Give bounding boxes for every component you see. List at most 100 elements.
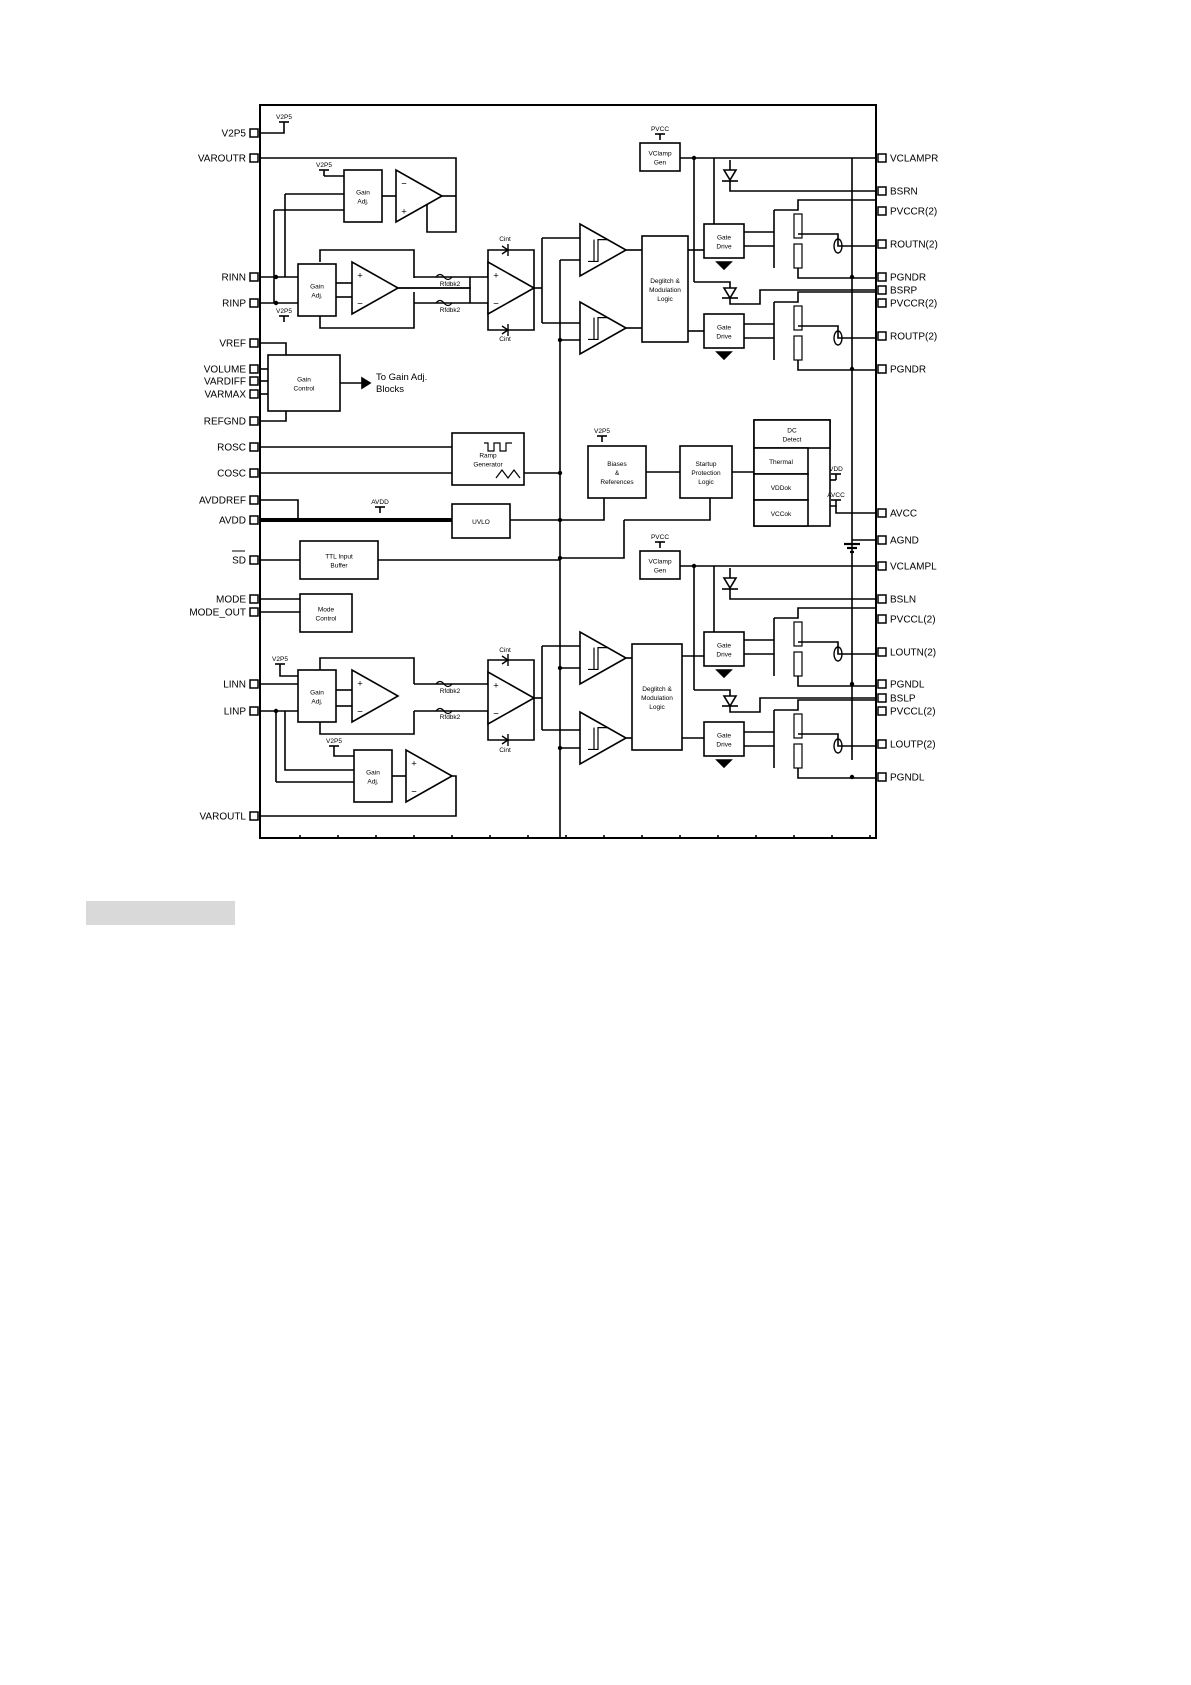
pin-left-4 (249, 338, 259, 348)
opamp-l-int (487, 670, 536, 726)
pin-label-right: BSLP (890, 694, 916, 705)
supply-label: PVCC (651, 534, 669, 541)
fet-loutp-fet-high (793, 713, 803, 739)
gain-adj-1-block-text: Adj. (357, 199, 368, 206)
pin-left-9 (249, 442, 259, 452)
wire (319, 292, 415, 329)
pin-label-right: BSRN (890, 187, 918, 198)
pin-left-18 (249, 811, 259, 821)
vclamp-gen-top-block-text: VClamp (648, 151, 672, 158)
wire (774, 199, 876, 211)
uvlo-block (451, 503, 511, 539)
wire (319, 711, 415, 735)
supply-label: V2P5 (276, 308, 292, 315)
pin-label-left: AVDD (219, 516, 246, 527)
ttl-input-buffer-block (299, 540, 379, 580)
biases-references-block-text: & (615, 470, 620, 477)
ramp-generator-block-text: Generator (473, 462, 503, 469)
square-wave (484, 442, 512, 452)
wire (729, 589, 876, 600)
resistor (435, 707, 453, 715)
gain-control-block-text: Control (294, 386, 316, 393)
wire (797, 360, 876, 371)
wire (319, 657, 415, 684)
fet-loutn-fet-low (793, 651, 803, 677)
junction-dot (557, 517, 563, 523)
rfdbk2-label: Rfdbk2 (440, 307, 461, 314)
fet-loutn-fet-high (793, 621, 803, 647)
wire (260, 411, 287, 422)
wire (279, 670, 298, 677)
wire (774, 291, 876, 303)
capacitor (501, 734, 510, 746)
diagram-labels: V2P5VAROUTRRINNRINPVREFVOLUMEVARDIFFVARM… (189, 114, 938, 823)
pin-right-12 (877, 594, 887, 604)
pin-label-left: LINN (223, 680, 246, 691)
junction-dot (849, 274, 855, 280)
capacitor (501, 654, 510, 666)
pin-left-3 (249, 298, 259, 308)
dc-detect-block-text: Detect (783, 437, 802, 444)
supply-label: V2P5 (276, 114, 292, 121)
varoutl-wire (260, 775, 457, 817)
wire (797, 768, 876, 779)
pin-right-19 (877, 772, 887, 782)
opamp-var-l-sign: − (411, 787, 417, 798)
junction-dot (557, 555, 563, 561)
opamp-r-int-sign: + (493, 271, 499, 282)
thermal-block-text: Thermal (769, 459, 793, 466)
triangle-wave (495, 469, 521, 479)
pin-label-right: PGNDR (890, 273, 926, 284)
wire (398, 287, 471, 303)
diagram-wires (260, 128, 876, 838)
pin-left-6 (249, 376, 259, 386)
wire (694, 281, 731, 288)
pin-right-15 (877, 679, 887, 689)
pin-right-2 (877, 206, 887, 216)
pin-right-0 (877, 153, 887, 163)
pin-label-right: AGND (890, 536, 919, 547)
pin-right-18 (877, 739, 887, 749)
wire (319, 249, 415, 278)
pin-label-right: BSRP (890, 286, 918, 297)
wire (487, 288, 535, 331)
wire (487, 698, 535, 741)
gray-section-bar (86, 901, 235, 925)
supply-label: AVDD (371, 499, 389, 506)
resistor (435, 273, 453, 281)
wire (333, 752, 354, 757)
opamp-var-r-sign: − (401, 179, 407, 190)
wire (830, 505, 876, 514)
supply-label: V2P5 (316, 162, 332, 169)
pin-label-left: MODE_OUT (189, 608, 246, 619)
pin-right-1 (877, 186, 887, 196)
modulation-logic-top-block-text: Modulation (649, 287, 681, 294)
vclamp-gen-bottom-block-text: Gen (654, 568, 667, 575)
gain-adj-3-block-text: Gain (310, 690, 324, 697)
pin-label-left: COSC (217, 469, 246, 480)
pin-label-left: V2P5 (222, 129, 247, 140)
to-gain-adj-label: To Gain Adj. (376, 372, 427, 383)
junction-dot (557, 745, 563, 751)
junction-dot (557, 337, 563, 343)
comparator-r2-hysteresis (588, 317, 608, 341)
diode (722, 695, 738, 708)
wire (624, 498, 711, 521)
capacitor (501, 324, 510, 336)
gate-drive-4-block-text: Drive (716, 742, 732, 749)
junction-dot (273, 300, 279, 306)
startup-protection-block-text: Logic (698, 479, 714, 486)
opamp-l-pre-sign: − (357, 707, 363, 718)
arrowhead (361, 376, 372, 390)
wire (560, 520, 625, 559)
gate-drive-4-block (703, 721, 745, 757)
opamp-var-l (405, 748, 454, 804)
biases-references-block (587, 445, 647, 499)
pin-label-right: BSLN (890, 595, 916, 606)
biases-references-block-text: Biases (607, 461, 627, 468)
wire (798, 233, 876, 247)
pin-label-left: VARDIFF (204, 377, 246, 388)
vclamp-gen-top-block (639, 142, 681, 172)
fet-loutp-bootstrap (833, 738, 843, 754)
